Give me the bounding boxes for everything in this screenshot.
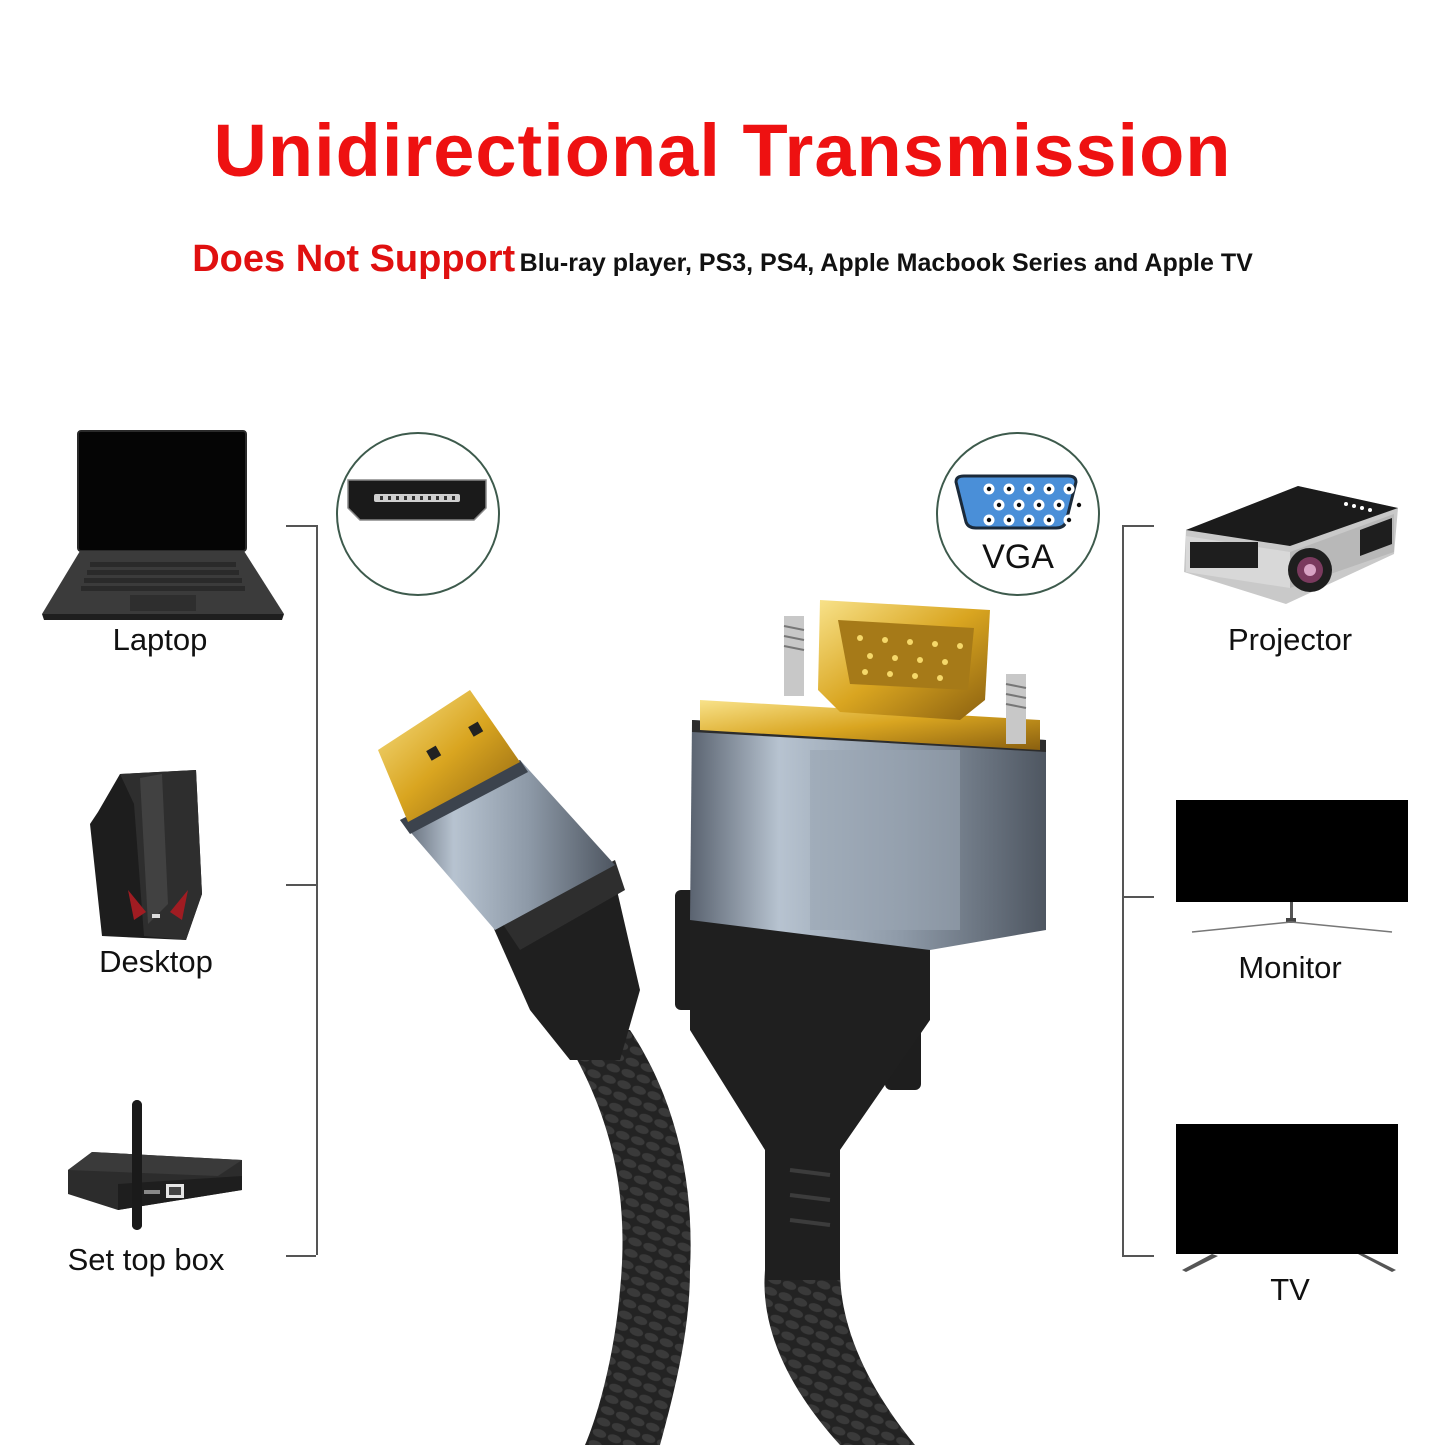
subtitle-emphasis: Does Not Support [192,238,516,280]
source-label-desktop: Desktop [99,944,213,979]
display-label-monitor: Monitor [1238,950,1342,985]
page-title: Unidirectional Transmission [213,109,1232,192]
subtitle: Does Not Support Blu-ray player, PS3, PS… [0,238,1445,281]
left-bracket-tick-top [286,525,316,527]
monitor-icon [1176,800,1408,933]
display-label-projector: Projector [1227,622,1353,657]
desktop-tower-icon [90,770,202,940]
set-top-box-icon [68,1100,242,1230]
right-bracket-tick-mid [1122,896,1154,898]
right-bracket-line [1122,525,1124,1255]
left-bracket-tick-bottom [286,1255,316,1257]
source-label-set-top-box: Set top box [67,1242,225,1277]
vga-label: VGA [982,538,1054,576]
hdmi-port-icon [347,479,487,521]
laptop-icon [42,430,284,620]
projector-icon [1184,486,1398,604]
hdmi-to-vga-cable-image [378,600,1046,1445]
vga-port-badge: VGA [936,432,1100,596]
source-label-laptop: Laptop [112,622,208,657]
right-bracket-tick-bottom [1122,1255,1154,1257]
left-bracket-tick-mid [286,884,316,886]
vga-port-icon [954,474,1085,530]
right-bracket-tick-top [1122,525,1154,527]
hdmi-port-badge [336,432,500,596]
tv-icon [1176,1124,1398,1272]
left-bracket-line [316,525,318,1255]
display-label-tv: TV [1270,1272,1310,1307]
subtitle-rest: Blu-ray player, PS3, PS4, Apple Macbook … [519,249,1253,277]
